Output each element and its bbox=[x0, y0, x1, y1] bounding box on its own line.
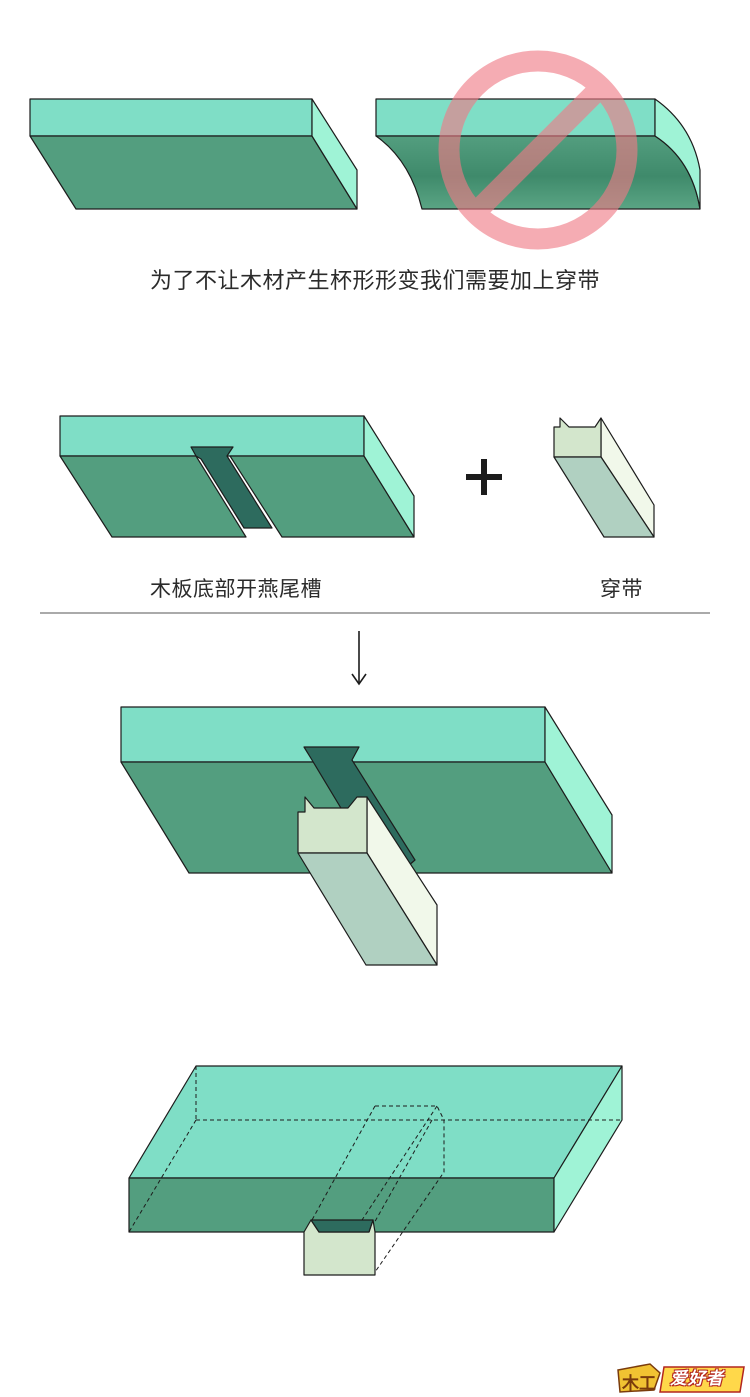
batten-end bbox=[553, 417, 602, 458]
svg-text:木工: 木工 bbox=[621, 1373, 656, 1394]
assembly-board-side bbox=[544, 706, 613, 874]
batten-face bbox=[553, 456, 655, 538]
woodworking-enthusiast-logo: 木工 bbox=[617, 1363, 745, 1394]
batten-caption: 穿带 bbox=[600, 577, 643, 601]
final-board-top bbox=[128, 1065, 623, 1179]
batten bbox=[553, 417, 655, 538]
plus-icon bbox=[466, 459, 502, 495]
down-arrow-icon bbox=[351, 631, 367, 686]
cupped-board-side bbox=[654, 98, 701, 210]
final-board-side bbox=[553, 1065, 623, 1233]
assembly-batten bbox=[297, 796, 438, 966]
flat-board bbox=[29, 98, 358, 210]
logo-text-wrapper: 爱好者 bbox=[616, 1361, 744, 1393]
grooved-board-side bbox=[363, 415, 415, 538]
groove-caption: 木板底部开燕尾槽 bbox=[150, 577, 322, 601]
logo-text: 爱好者 bbox=[670, 1369, 724, 1389]
hidden-lines bbox=[128, 1066, 622, 1276]
flat-board-front bbox=[29, 135, 358, 210]
assembly-batten-face bbox=[297, 852, 438, 966]
flat-board-top bbox=[29, 98, 313, 137]
final-board bbox=[128, 1065, 623, 1233]
grooved-board bbox=[59, 415, 415, 538]
prohibit-icon bbox=[438, 50, 638, 250]
dovetail-groove bbox=[190, 446, 273, 529]
assembly-batten-end bbox=[297, 796, 368, 854]
grooved-board-front-left bbox=[59, 455, 247, 538]
main-caption: 为了不让木材产生杯形形变我们需要加上穿带 bbox=[149, 269, 600, 294]
final-batten-end bbox=[303, 1219, 376, 1276]
flat-board-side bbox=[311, 98, 358, 210]
